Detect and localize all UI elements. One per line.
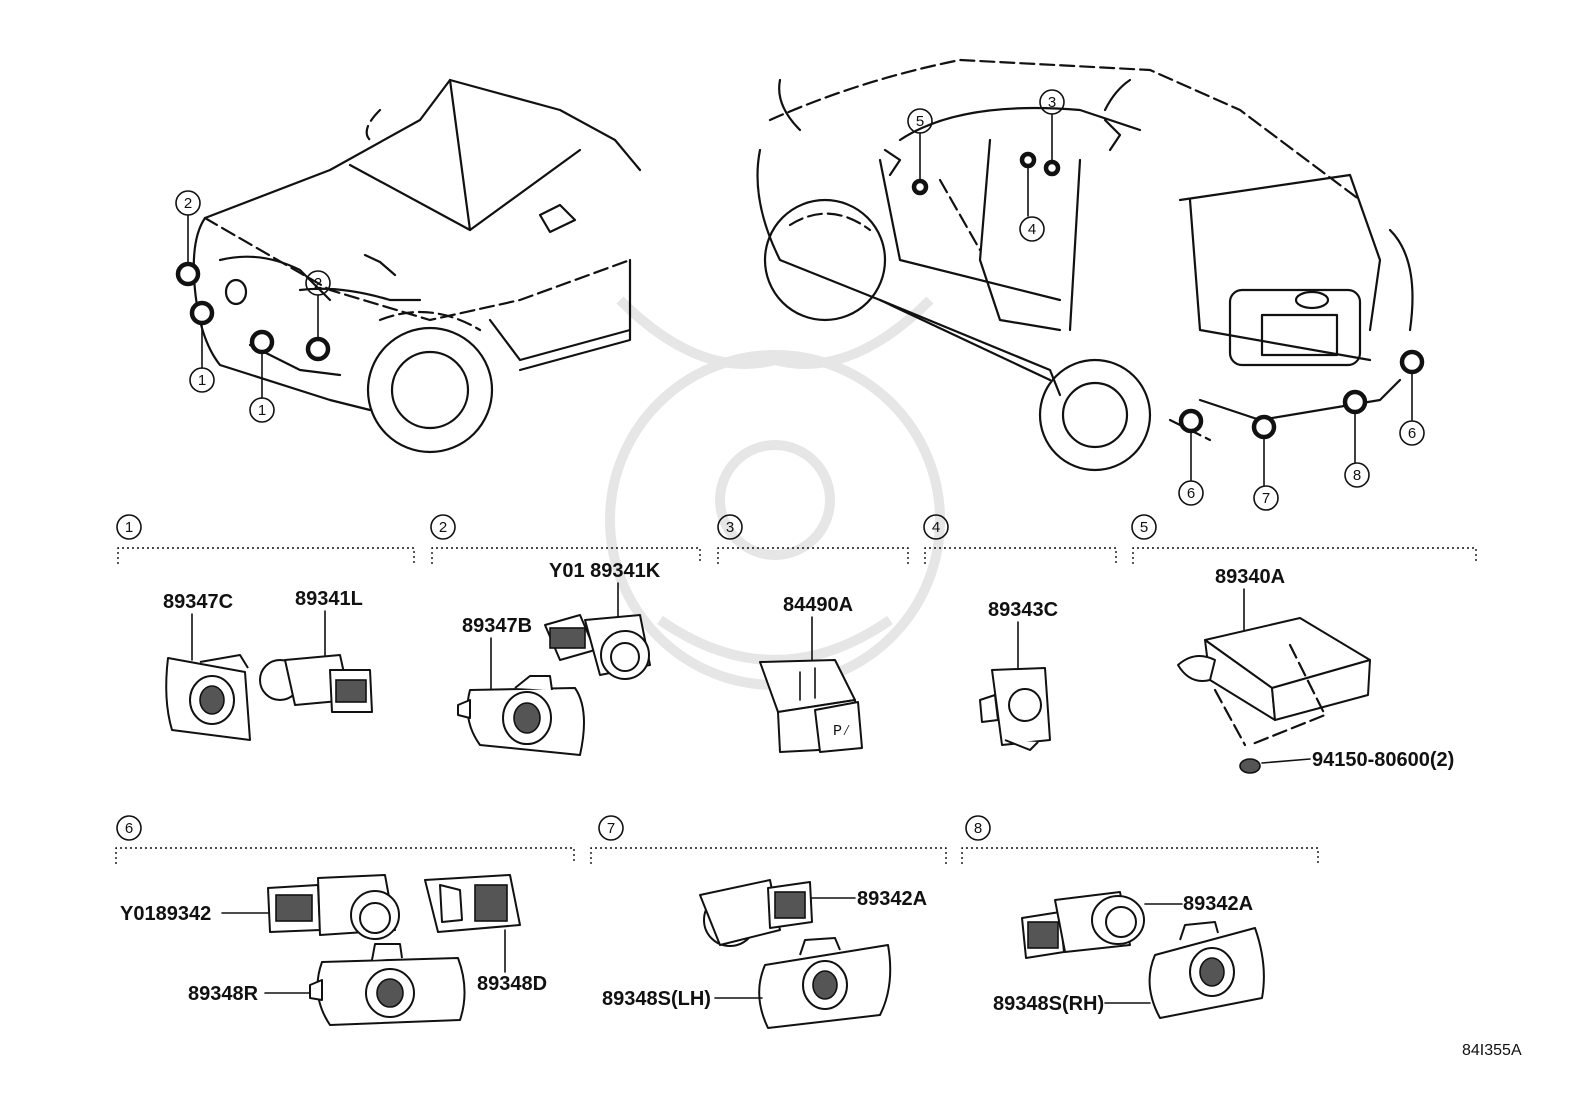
sensor-dot (1043, 159, 1061, 177)
bezel-part (758, 937, 892, 1029)
svg-text:2: 2 (184, 195, 192, 212)
bezel-part (457, 675, 585, 756)
rear-vehicle-illustration (756, 58, 1414, 472)
part-number-89348D: 89348D (477, 973, 547, 995)
illustration-reference-code: 84I355A (1462, 1042, 1522, 1059)
rear-callout-6a: 6 (1178, 480, 1204, 506)
part-number-Y01-89341K: Y01 89341K (549, 560, 661, 582)
section-5-header: 5 (1131, 514, 1477, 564)
svg-text:1: 1 (198, 372, 206, 389)
rear-callout-3: 3 (1039, 89, 1065, 115)
switch-part: P⁄ (759, 659, 863, 753)
svg-text:4: 4 (932, 519, 940, 536)
part-number-89348R: 89348R (188, 983, 259, 1005)
section-7-header: 7 (590, 815, 947, 864)
part-number-89343C: 89343C (988, 599, 1058, 621)
svg-text:2: 2 (439, 519, 447, 536)
rear-callout-5: 5 (907, 108, 933, 134)
computer-module-part (1177, 617, 1371, 747)
bezel-part (309, 943, 466, 1026)
sensor-dot (175, 261, 201, 287)
holder-part (424, 874, 521, 933)
rear-callout-7: 7 (1253, 485, 1279, 511)
svg-text:8: 8 (974, 820, 982, 837)
sensor-module-part (979, 667, 1051, 751)
front-callout-1a: 1 (189, 367, 215, 393)
front-vehicle-illustration (192, 78, 642, 454)
part-number-89347B: 89347B (462, 615, 532, 637)
sensor-dot (1342, 389, 1368, 415)
part-number-Y0189342: Y0189342 (120, 903, 211, 925)
part-number-89348S-RH: 89348S(RH) (993, 993, 1104, 1015)
sensor-dot (1178, 408, 1204, 434)
sensor-part (259, 654, 373, 713)
part-number-89348S-LH: 89348S(LH) (602, 988, 711, 1010)
svg-text:7: 7 (607, 820, 615, 837)
part-number-89340A: 89340A (1215, 566, 1285, 588)
svg-text:4: 4 (1028, 221, 1036, 238)
svg-text:P⁄: P⁄ (833, 723, 851, 740)
section-2-header: 2 (430, 514, 701, 564)
part-number-89342A-8: 89342A (1183, 893, 1253, 915)
front-callout-1b: 1 (249, 397, 275, 423)
front-callout-2b: 2 (305, 270, 331, 296)
svg-text:5: 5 (1140, 519, 1148, 536)
svg-text:2: 2 (314, 275, 322, 292)
part-number-89347C: 89347C (163, 591, 233, 613)
sensor-part (267, 874, 400, 940)
sensor-dot (305, 336, 331, 362)
sensor-dot (189, 300, 215, 326)
svg-text:7: 7 (1262, 490, 1270, 507)
sensor-dot (1399, 349, 1425, 375)
svg-text:6: 6 (1187, 485, 1195, 502)
svg-text:6: 6 (125, 820, 133, 837)
svg-text:1: 1 (258, 402, 266, 419)
section-6-header: 6 (115, 815, 575, 864)
watermark-emblem (605, 296, 945, 690)
part-number-89341L: 89341L (295, 588, 363, 610)
svg-text:5: 5 (916, 113, 924, 130)
part-number-94150-80600: 94150-80600(2) (1312, 749, 1454, 771)
rear-callout-4: 4 (1019, 216, 1045, 242)
sensor-dot (1019, 151, 1037, 169)
part-number-84490A: 84490A (783, 594, 853, 616)
nut-part (1239, 758, 1311, 774)
rear-callout-8: 8 (1344, 462, 1370, 488)
rear-callout-6b: 6 (1399, 420, 1425, 446)
svg-text:1: 1 (125, 519, 133, 536)
sensor-dot (911, 178, 929, 196)
sensor-part (699, 879, 813, 947)
section-1-header: 1 (116, 514, 415, 564)
sensor-part (1021, 891, 1145, 959)
svg-text:8: 8 (1353, 467, 1361, 484)
svg-text:6: 6 (1408, 425, 1416, 442)
sensor-dot (249, 329, 275, 355)
section-8-header: 8 (961, 815, 1319, 864)
bezel-part (1148, 921, 1265, 1019)
bezel-part (165, 654, 251, 741)
part-number-89342A-7: 89342A (857, 888, 927, 910)
section-4-header: 4 (923, 514, 1117, 564)
svg-text:3: 3 (726, 519, 734, 536)
section-3-header: 3 (717, 514, 909, 564)
svg-text:3: 3 (1048, 94, 1056, 111)
sensor-part (544, 614, 651, 680)
front-callout-2a: 2 (175, 190, 201, 216)
sensor-dot (1251, 414, 1277, 440)
